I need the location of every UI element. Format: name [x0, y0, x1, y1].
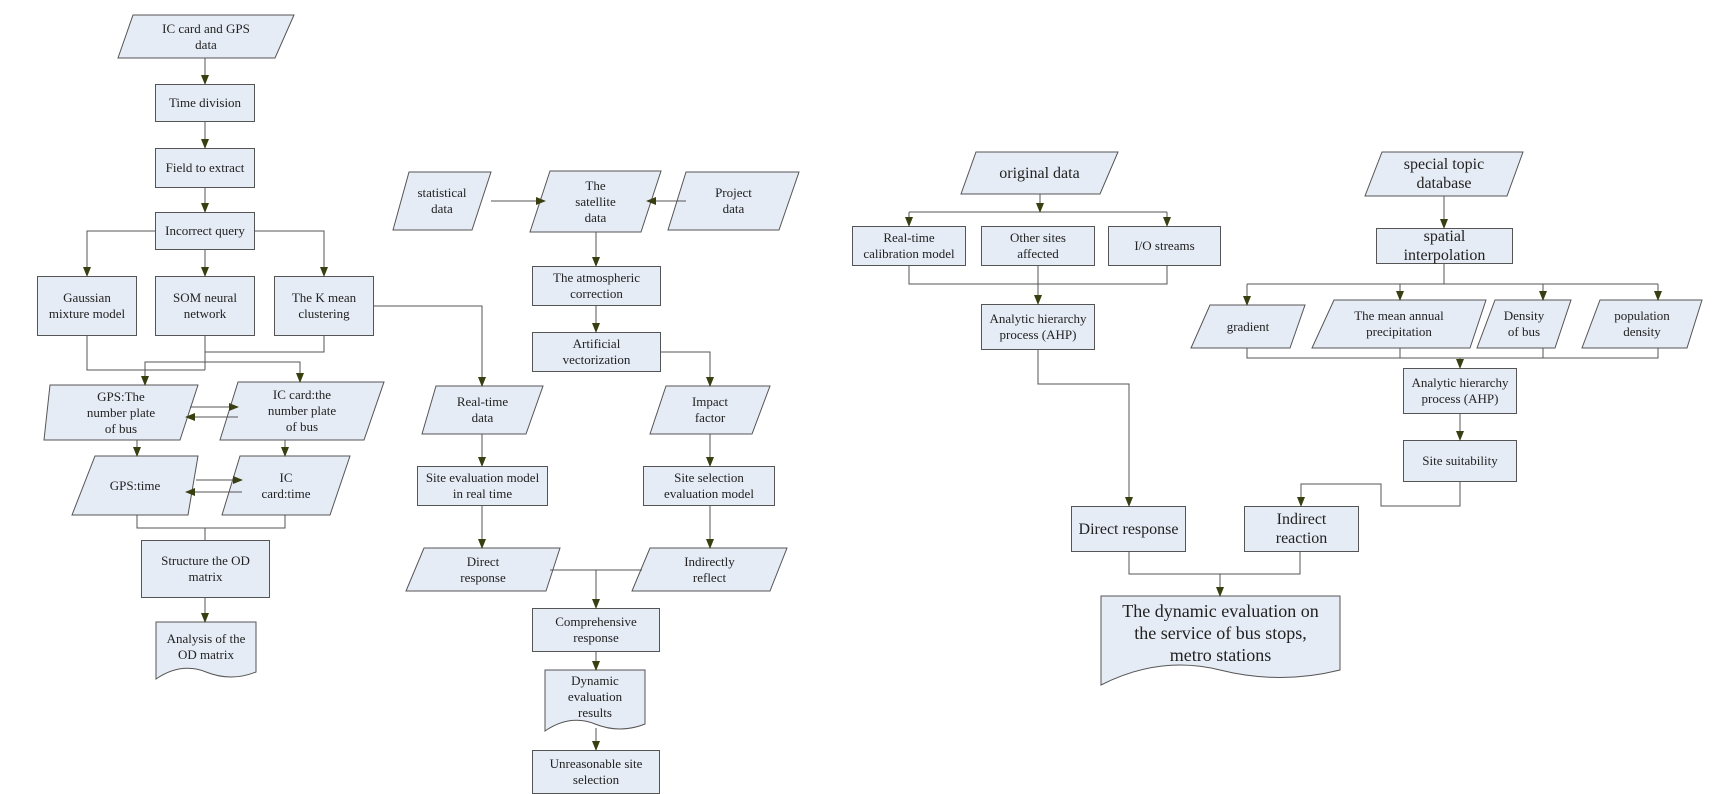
arrow-connector: [141, 361, 206, 386]
node-direct-response-left: Direct response: [460, 553, 506, 585]
io-shape: [1581, 299, 1703, 349]
node-ic-card-time: IC card:time: [261, 469, 311, 501]
node-project-data: Project data: [715, 185, 752, 216]
document-shape: [1100, 595, 1341, 686]
io-shape: [529, 170, 662, 233]
node-analysis-od-matrix: Analysis of the OD matrix: [166, 631, 246, 662]
io-shape: [1190, 304, 1306, 349]
node-field-to-extract: Field to extract: [155, 148, 255, 188]
node-io-streams: I/O streams: [1108, 226, 1221, 266]
io-shape: [219, 381, 385, 441]
node-ic-gps-data: IC card and GPS data: [162, 20, 250, 52]
arrow-connector: [661, 351, 714, 387]
node-special-topic-database: special topic database: [1403, 156, 1485, 192]
node-gps-time: GPS:time: [109, 477, 161, 493]
node-site-selection-evaluation-model: Site selection evaluation model: [643, 466, 775, 506]
document-shape: [155, 621, 257, 680]
node-mean-annual-precipitation: The mean annual precipitation: [1354, 308, 1444, 339]
shape-layer: [43, 14, 1703, 732]
io-shape: [221, 455, 351, 516]
io-shape: [1364, 151, 1524, 197]
arrow-connector: [1297, 482, 1461, 507]
io-shape: [649, 385, 771, 435]
node-spatial-interpolation: spatial interpolation: [1376, 228, 1513, 264]
node-ahp-left: Analytic hierarchy process (AHP): [981, 304, 1095, 350]
node-ic-card-number-plate: IC card:the number plate of bus: [267, 387, 337, 434]
node-real-time-data: Real-time data: [456, 394, 509, 425]
io-shape: [117, 14, 295, 59]
node-indirectly-reflect: Indirectly reflect: [684, 553, 735, 585]
io-shape: [392, 171, 492, 231]
io-shape: [631, 547, 788, 592]
io-shape: [405, 547, 561, 592]
node-comprehensive-response: Comprehensive response: [532, 608, 660, 652]
node-indirect-reaction: Indirect reaction: [1244, 506, 1359, 552]
node-dynamic-evaluation-service: The dynamic evaluation on the service of…: [1122, 601, 1319, 665]
io-shape: [71, 455, 199, 516]
node-density-of-bus: Density of bus: [1503, 308, 1545, 339]
node-gradient: gradient: [1226, 318, 1270, 334]
node-artificial-vectorization: Artificial vectorization: [532, 332, 661, 372]
line-connector: [1128, 552, 1301, 575]
io-shape: [1311, 299, 1487, 349]
node-time-division: Time division: [155, 84, 255, 122]
node-satellite-data: The satellite data: [575, 177, 616, 225]
node-gps-number-plate: GPS:The number plate of bus: [86, 388, 156, 436]
node-site-evaluation-model: Site evaluation model in real time: [417, 466, 548, 506]
node-dynamic-evaluation-results: Dynamic evaluation results: [567, 673, 623, 720]
arrow-connector: [205, 361, 304, 383]
node-population-density: population density: [1614, 308, 1670, 339]
arrow-connector: [374, 305, 486, 387]
line-connector: [86, 336, 205, 371]
line-connector: [1246, 348, 1659, 359]
io-shape: [960, 151, 1119, 195]
node-k-mean-clustering: The K mean clustering: [274, 276, 374, 336]
node-impact-factor: Impact factor: [691, 394, 729, 425]
node-statistical-data: statistical data: [417, 185, 467, 216]
line-connector: [136, 515, 286, 529]
node-site-suitability: Site suitability: [1403, 440, 1517, 482]
arrow-connector: [1037, 350, 1133, 507]
connector-group: [83, 58, 1662, 751]
line-connector: [204, 336, 325, 370]
io-shape: [421, 385, 544, 435]
node-other-sites-affected: Other sites affected: [981, 226, 1095, 266]
node-structure-od-matrix: Structure the OD matrix: [141, 540, 270, 598]
document-shape: [544, 669, 646, 732]
arrow-connector: [255, 230, 328, 277]
arrow-connector: [83, 230, 155, 277]
node-incorrect-query: Incorrect query: [155, 212, 255, 250]
io-shape: [667, 171, 800, 231]
node-original-data: original data: [999, 164, 1080, 182]
